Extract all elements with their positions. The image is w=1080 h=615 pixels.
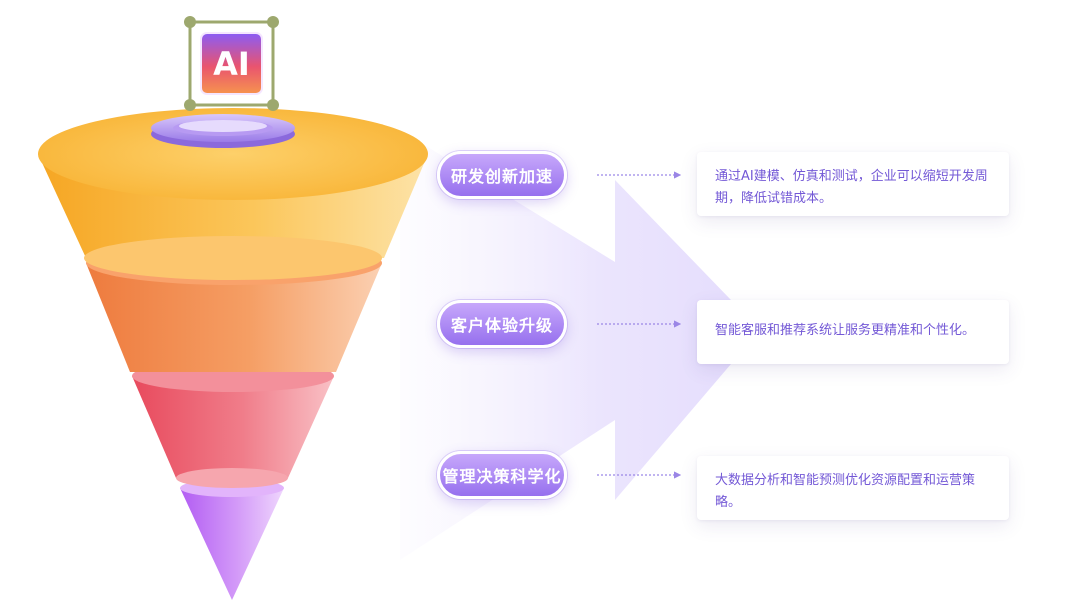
funnel-tier-1 (38, 108, 428, 280)
description-text-1: 通过AI建模、仿真和测试，企业可以缩短开发周期，降低试错成本。 (715, 169, 988, 206)
ai-badge: AI (184, 16, 279, 111)
frame-node-icon (267, 16, 279, 28)
funnel-tier-3 (132, 360, 334, 488)
description-text-3: 大数据分析和智能预测优化资源配置和运营策略。 (715, 473, 976, 510)
ai-badge-label: AI (213, 45, 250, 83)
frame-node-icon (184, 99, 196, 111)
funnel-tier-4 (180, 479, 284, 600)
pill-rd-innovation[interactable]: 研发创新加速 (437, 151, 567, 199)
description-card-1: 通过AI建模、仿真和测试，企业可以缩短开发周期，降低试错成本。 (697, 152, 1009, 216)
pedestal-ring (151, 114, 295, 148)
pill-customer-experience[interactable]: 客户体验升级 (437, 300, 567, 348)
description-card-3: 大数据分析和智能预测优化资源配置和运营策略。 (697, 456, 1009, 520)
description-text-2: 智能客服和推荐系统让服务更精准和个性化。 (715, 323, 976, 338)
frame-node-icon (184, 16, 196, 28)
description-card-2: 智能客服和推荐系统让服务更精准和个性化。 (697, 300, 1009, 364)
frame-node-icon (267, 99, 279, 111)
pill-management-decision[interactable]: 管理决策科学化 (437, 451, 567, 499)
connectors (597, 171, 682, 479)
